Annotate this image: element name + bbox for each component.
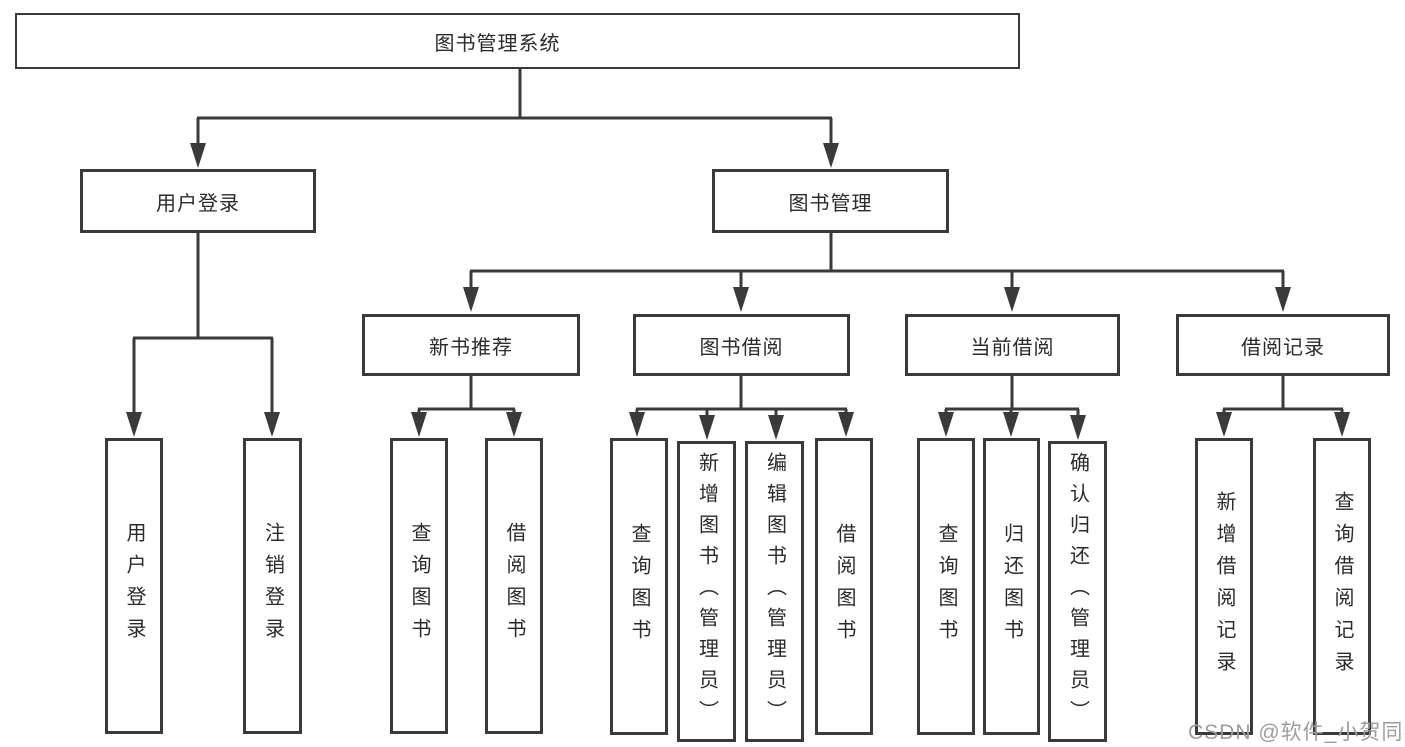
arrow-head bbox=[1003, 412, 1019, 437]
node-label: 查询图书 bbox=[628, 522, 650, 651]
node-label: 用户登录 bbox=[123, 522, 145, 650]
node-label: 借阅记录 bbox=[1241, 336, 1325, 359]
arrow-head bbox=[699, 415, 715, 440]
node-leaf-logout: 注销登录 bbox=[243, 438, 302, 734]
node-book-borrow: 图书借阅 bbox=[633, 314, 850, 376]
arrow-head bbox=[411, 412, 427, 437]
node-label: 查询图书 bbox=[935, 522, 957, 651]
node-leaf-return-book: 归还图书 bbox=[983, 438, 1040, 735]
node-label: 图书管理 bbox=[788, 192, 873, 215]
node-leaf-query-books-recommend: 查询图书 bbox=[390, 438, 448, 734]
node-leaf-query-borrow-record: 查询借阅记录 bbox=[1313, 438, 1371, 735]
node-root: 图书管理系统 bbox=[15, 13, 1020, 69]
connector-user-login-leaves bbox=[132, 233, 274, 415]
node-book-management: 图书管理 bbox=[712, 169, 949, 233]
arrow-head bbox=[938, 412, 954, 437]
arrow-head bbox=[264, 412, 280, 437]
node-label: 查询图书 bbox=[408, 522, 430, 650]
connector-management-to-level3 bbox=[469, 233, 1285, 290]
arrow-head bbox=[1070, 415, 1086, 440]
node-label: 图书借阅 bbox=[699, 336, 784, 359]
node-label: 编辑图书（管理员） bbox=[763, 452, 786, 731]
node-new-book-recommend: 新书推荐 bbox=[362, 314, 580, 376]
node-label: 图书管理系统 bbox=[434, 32, 561, 55]
arrow-head bbox=[506, 412, 522, 437]
arrow-head bbox=[126, 412, 142, 437]
node-label: 借阅图书 bbox=[833, 522, 855, 651]
arrow-head bbox=[1216, 412, 1232, 437]
connector-root-to-level2 bbox=[196, 69, 833, 146]
node-leaf-add-borrow-record: 新增借阅记录 bbox=[1195, 438, 1253, 735]
arrow-head bbox=[463, 287, 479, 312]
node-leaf-confirm-return-admin: 确认归还（管理员） bbox=[1048, 441, 1107, 742]
node-leaf-user-login: 用户登录 bbox=[105, 438, 163, 734]
arrow-head bbox=[190, 143, 206, 168]
connector-records-leaves bbox=[1222, 376, 1344, 415]
node-label: 借阅图书 bbox=[503, 522, 525, 650]
arrow-head bbox=[629, 412, 645, 437]
arrow-head bbox=[1275, 287, 1291, 312]
node-leaf-query-books-current: 查询图书 bbox=[917, 438, 975, 735]
node-label: 用户登录 bbox=[156, 192, 240, 215]
node-current-borrow: 当前借阅 bbox=[905, 314, 1120, 376]
node-label: 归还图书 bbox=[1000, 522, 1023, 651]
arrow-head bbox=[1004, 287, 1020, 312]
node-leaf-borrow-books: 借阅图书 bbox=[815, 438, 873, 735]
node-label: 新书推荐 bbox=[429, 336, 513, 359]
node-leaf-query-books-borrow: 查询图书 bbox=[610, 438, 668, 735]
arrow-head bbox=[768, 415, 784, 440]
node-leaf-borrow-books-recommend: 借阅图书 bbox=[485, 438, 543, 734]
node-label: 当前借阅 bbox=[970, 336, 1055, 359]
node-borrow-records: 借阅记录 bbox=[1176, 314, 1390, 376]
arrow-head bbox=[1334, 412, 1350, 437]
node-label: 注销登录 bbox=[261, 522, 284, 650]
arrow-head bbox=[733, 287, 749, 312]
node-leaf-edit-book-admin: 编辑图书（管理员） bbox=[745, 441, 804, 742]
connector-borrow-leaves bbox=[635, 376, 848, 418]
node-label: 新增图书（管理员） bbox=[695, 452, 718, 731]
connector-current-leaves bbox=[944, 376, 1080, 418]
watermark: CSDN @软件_小贺同学 bbox=[1188, 721, 1405, 744]
node-label: 确认归还（管理员） bbox=[1066, 452, 1089, 731]
node-label: 新增借阅记录 bbox=[1213, 490, 1235, 683]
arrow-head bbox=[838, 412, 854, 437]
node-label: 查询借阅记录 bbox=[1331, 490, 1353, 683]
connector-recommend-leaves bbox=[417, 376, 516, 415]
node-user-login: 用户登录 bbox=[80, 169, 316, 233]
arrow-head bbox=[823, 143, 839, 168]
node-leaf-add-book-admin: 新增图书（管理员） bbox=[677, 441, 736, 742]
